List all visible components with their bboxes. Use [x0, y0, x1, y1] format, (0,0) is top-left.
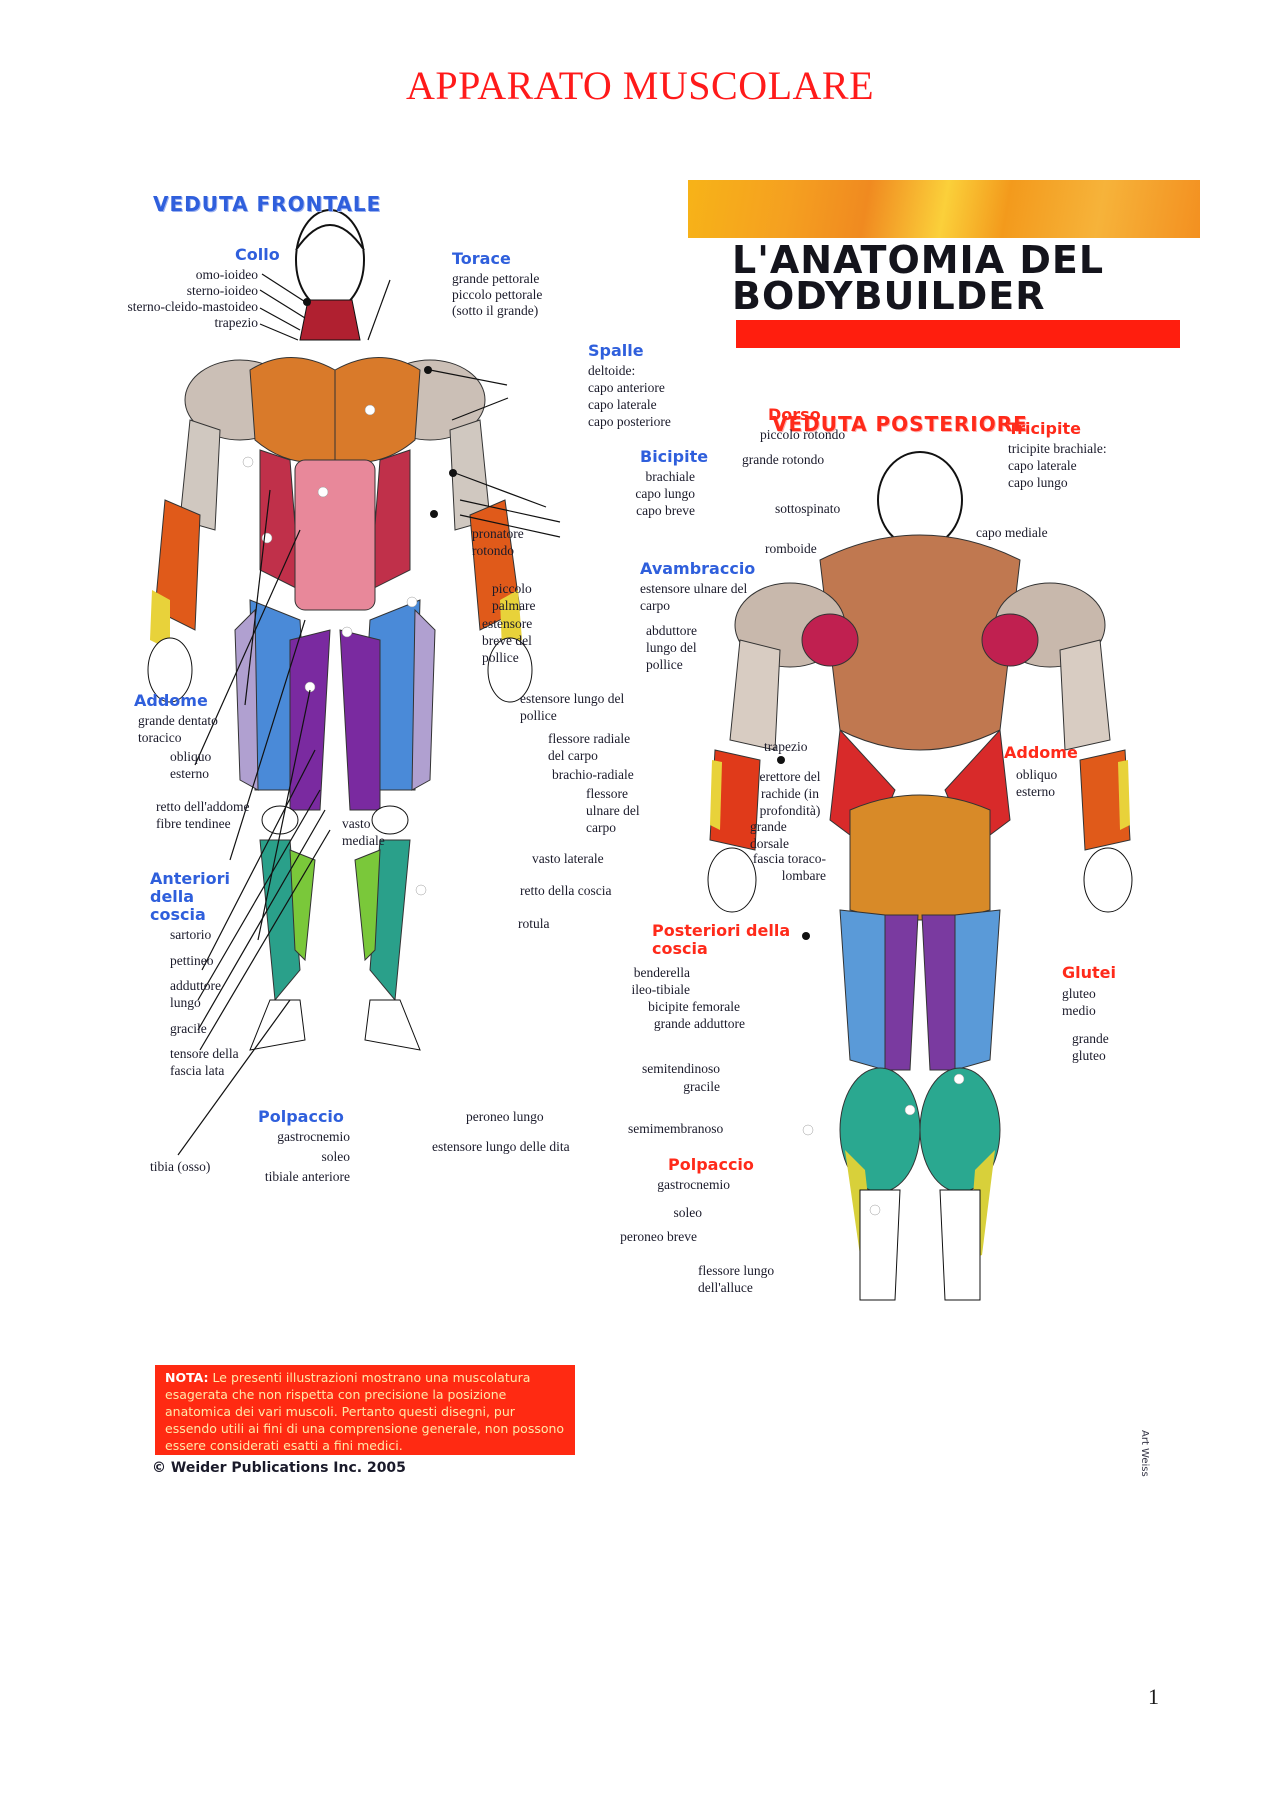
label-soleo-back: soleo — [673, 1205, 703, 1220]
label-capo-laterale-tricipite: capo laterale — [1008, 458, 1077, 473]
label-capo-mediale: capo mediale — [976, 525, 1048, 540]
nota-box: NOTA: Le presenti illustrazioni mostrano… — [155, 1365, 575, 1455]
group-anteriori-coscia-heading: Anteriori della coscia — [150, 869, 231, 924]
label-flessore-radiale-carpo: flessore radiale del carpo — [548, 731, 631, 763]
page-number: 1 — [1148, 1684, 1159, 1709]
back-view-title: VEDUTA POSTERIORE — [772, 412, 1028, 436]
label-estensore-lungo-dita: estensore lungo delle dita — [432, 1139, 570, 1154]
label-capo-anteriore: capo anteriore — [588, 380, 665, 395]
label-peroneo-lungo: peroneo lungo — [466, 1109, 544, 1124]
group-polpaccio-front-heading: Polpaccio — [258, 1107, 344, 1126]
label-grande-adduttore: grande adduttore — [653, 1016, 745, 1031]
label-sottospinato: sottospinato — [775, 501, 841, 516]
group-polpaccio-back-heading: Polpaccio — [668, 1155, 754, 1174]
label-estensore-ulnare-carpo: estensore ulnare del carpo — [640, 581, 748, 613]
label-soleo-front: soleo — [321, 1149, 351, 1164]
group-glutei-heading: Glutei — [1062, 963, 1116, 982]
label-sartorio: sartorio — [170, 927, 212, 942]
group-dorso-heading: Dorso — [768, 405, 821, 424]
label-semitendinoso: semitendinoso — [642, 1061, 720, 1076]
label-obliquo-esterno-front: obliquo esterno — [170, 749, 212, 781]
banner-title-line2: BODYBUILDER — [732, 274, 1046, 318]
group-addome-front-heading: Addome — [134, 691, 208, 710]
label-brachio-radiale: brachio-radiale — [552, 767, 634, 782]
label-grande-dentato-toracico: grande dentato toracico — [138, 713, 218, 745]
banner-title: L'ANATOMIA DEL BODYBUILDER — [732, 238, 1192, 318]
front-view-title: VEDUTA FRONTALE — [153, 192, 382, 216]
group-spalle-heading: Spalle — [588, 341, 644, 360]
group-collo-heading: Collo — [235, 245, 280, 264]
label-estensore-breve-pollice: estensore breve del pollice — [482, 616, 533, 665]
label-trapezio-back: trapezio — [764, 739, 808, 754]
label-omo-ioideo: omo-ioideo — [195, 267, 258, 282]
label-brachiale: brachiale — [645, 469, 695, 484]
label-sterno-ioideo: sterno-ioideo — [186, 283, 258, 298]
group-torace-heading: Torace — [452, 249, 511, 268]
banner-photo — [688, 180, 1200, 238]
nota-label: NOTA: — [165, 1370, 209, 1385]
label-obliquo-esterno-back: obliquo esterno — [1016, 767, 1058, 799]
label-fascia-toraco-lombare: fascia toraco-lombare — [752, 851, 826, 883]
label-gracile-back: gracile — [683, 1079, 720, 1094]
anatomy-poster: VEDUTA FRONTALE VEDUTA POSTERIORE L'ANAT… — [128, 170, 1200, 1510]
label-gastrocnemio-back: gastrocnemio — [657, 1177, 730, 1192]
label-bicipite-femorale: bicipite femorale — [648, 999, 740, 1014]
label-capo-breve: capo breve — [636, 503, 695, 518]
label-benderella-ileo-tibiale: benderella ileo-tibiale — [631, 965, 690, 997]
label-grande-rotondo: grande rotondo — [742, 452, 825, 467]
label-piccolo-palmare: piccolo palmare — [492, 581, 536, 613]
label-deltoide: deltoide: — [588, 363, 636, 378]
label-grande-dorsale: grande dorsale — [750, 819, 789, 851]
label-retto-addome: retto dell'addome fibre tendinee — [156, 799, 250, 831]
label-flessore-ulnare-carpo: flessore ulnare del carpo — [586, 786, 640, 835]
label-semimembranoso: semimembranoso — [628, 1121, 724, 1136]
artist-credit: Art Weiss — [1139, 1430, 1150, 1477]
label-tensore-fascia-lata: tensore della fascia lata — [170, 1046, 239, 1078]
front-body — [147, 209, 533, 1051]
banner-title-line1: L'ANATOMIA DEL — [732, 238, 1105, 282]
label-vasto-mediale: vasto mediale — [342, 816, 385, 848]
label-pronatore-rotondo: pronatore rotondo — [472, 526, 524, 558]
label-piccolo-rotondo: piccolo rotondo — [760, 427, 846, 442]
label-tricipite-brachiale: tricipite brachiale: — [1008, 441, 1107, 456]
label-trapezio-front: trapezio — [214, 315, 258, 330]
group-tricipite-heading: Tricipite — [1008, 419, 1081, 438]
label-rotula: rotula — [518, 916, 550, 931]
label-vasto-laterale: vasto laterale — [532, 851, 604, 866]
label-estensore-lungo-pollice: estensore lungo del pollice — [520, 691, 625, 723]
group-addome-back-heading: Addome — [1004, 743, 1078, 762]
label-romboide: romboide — [765, 541, 817, 556]
label-adduttore-lungo: adduttore lungo — [170, 978, 221, 1010]
label-capo-lungo-bicipite: capo lungo — [635, 486, 695, 501]
label-piccolo-pettorale: piccolo pettorale — [452, 287, 543, 302]
group-posteriori-coscia-heading: Posteriori della coscia — [652, 921, 791, 958]
label-flessore-lungo-alluce: flessore lungo dell'alluce — [698, 1263, 775, 1295]
label-capo-posteriore: capo posteriore — [588, 414, 671, 429]
label-erettore-rachide: erettore del rachide (in profondità) — [759, 769, 821, 818]
label-capo-laterale: capo laterale — [588, 397, 657, 412]
label-sterno-cleido-mastoideo: sterno-cleido-mastoideo — [127, 299, 258, 314]
label-capo-lungo-tricipite: capo lungo — [1008, 475, 1068, 490]
label-tibia-osso: tibia (osso) — [150, 1159, 211, 1174]
label-gastrocnemio-front: gastrocnemio — [277, 1129, 350, 1144]
label-abduttore-lungo-pollice: abduttore lungo del pollice — [646, 623, 697, 672]
label-retto-della-coscia: retto della coscia — [520, 883, 612, 898]
label-grande-gluteo: grande gluteo — [1072, 1031, 1109, 1063]
nota-text: Le presenti illustrazioni mostrano una m… — [165, 1370, 565, 1453]
group-avambraccio-heading: Avambraccio — [640, 559, 756, 578]
back-body — [707, 451, 1133, 1301]
label-gluteo-medio: gluteo medio — [1062, 986, 1096, 1018]
copyright: © Weider Publications Inc. 2005 — [152, 1460, 406, 1476]
banner-red-bar — [736, 320, 1180, 348]
group-bicipite-heading: Bicipite — [640, 447, 709, 466]
label-pettineo: pettineo — [170, 953, 214, 968]
page-title: APPARATO MUSCOLARE — [405, 63, 875, 108]
label-grande-pettorale: grande pettorale — [452, 271, 540, 286]
label-gracile-front: gracile — [170, 1021, 207, 1036]
front-view-figure — [147, 209, 1133, 1301]
label-sotto-il-grande: (sotto il grande) — [452, 303, 539, 318]
label-tibiale-anteriore: tibiale anteriore — [264, 1169, 350, 1184]
label-peroneo-breve: peroneo breve — [620, 1229, 697, 1244]
